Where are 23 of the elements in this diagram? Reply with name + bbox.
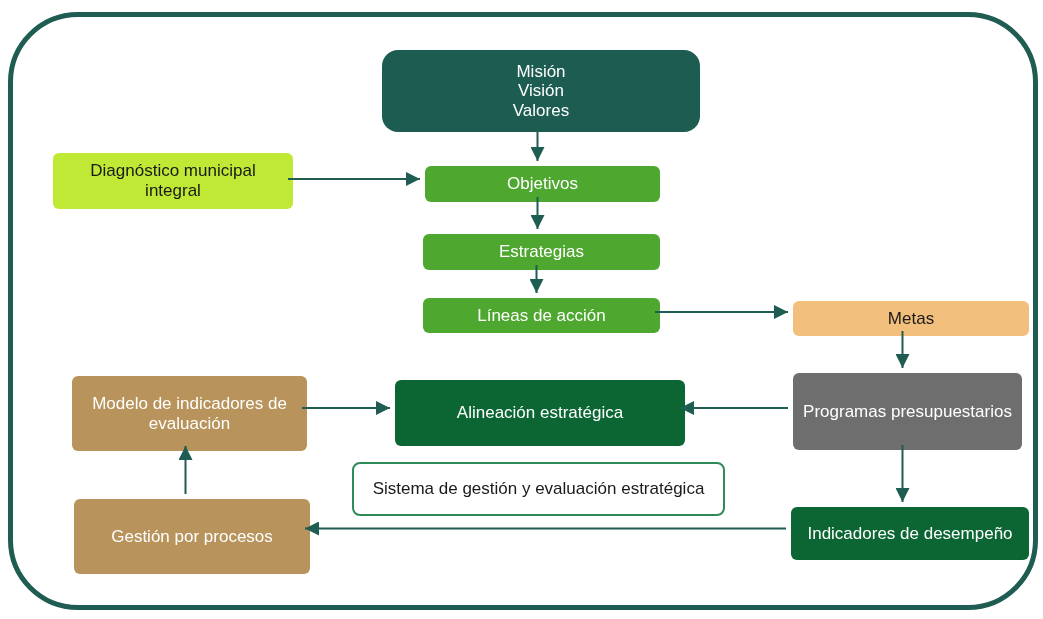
arrow xyxy=(301,401,391,415)
arrow xyxy=(654,305,789,319)
process-box: Diagnóstico municipal integral xyxy=(53,153,293,209)
arrow xyxy=(529,264,544,294)
process-box: Misión Visión Valores xyxy=(382,50,700,132)
arrow xyxy=(895,444,910,503)
process-box: Programas presupuestarios xyxy=(793,373,1022,450)
process-box: Gestión por procesos xyxy=(74,499,310,574)
process-box: Estrategias xyxy=(423,234,660,270)
arrow xyxy=(895,330,910,369)
arrow xyxy=(530,196,545,230)
arrow xyxy=(304,521,787,536)
process-box: Modelo de indicadores de evaluación xyxy=(72,376,307,451)
process-box: Objetivos xyxy=(425,166,660,202)
process-box: Alineación estratégica xyxy=(395,380,685,446)
process-box: Líneas de acción xyxy=(423,298,660,333)
frame-border xyxy=(8,12,1038,610)
arrow xyxy=(287,172,421,186)
process-box: Metas xyxy=(793,301,1029,336)
arrow xyxy=(679,401,789,415)
process-box: Indicadores de desempeño xyxy=(791,507,1029,560)
label-box: Sistema de gestión y evaluación estratégica xyxy=(352,462,725,516)
arrow xyxy=(178,445,193,495)
